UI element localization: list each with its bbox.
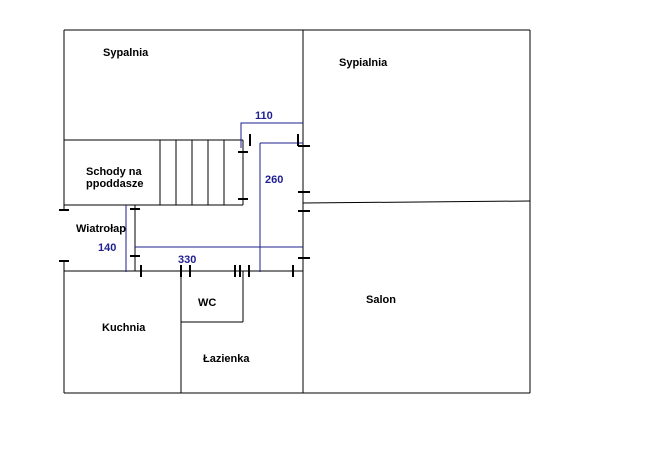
room-label-stairs-line1: Schody na bbox=[86, 166, 143, 178]
dimension-label-110: 110 bbox=[255, 110, 273, 122]
room-label-wc: WC bbox=[198, 297, 216, 309]
walls bbox=[63, 29, 531, 394]
room-label-bedroom-right: Sypialnia bbox=[339, 57, 388, 69]
dimension-lines bbox=[125, 122, 303, 272]
room-label-living-room: Salon bbox=[366, 294, 396, 306]
tick-marks bbox=[59, 134, 310, 277]
room-label-vestibule: Wiatrołap bbox=[76, 223, 126, 235]
dimension-label-330: 330 bbox=[178, 254, 196, 266]
dimension-label-260: 260 bbox=[265, 174, 283, 186]
stair-treads bbox=[159, 140, 225, 205]
room-labels: Sypalnia Sypialnia Schody na ppoddasze W… bbox=[76, 47, 396, 365]
wall-salon-top bbox=[302, 200, 531, 204]
dimension-labels: 110 260 140 330 bbox=[98, 110, 283, 266]
room-label-bathroom: Łazienka bbox=[203, 353, 250, 365]
dimension-line-110 bbox=[240, 122, 303, 148]
room-label-kitchen: Kuchnia bbox=[102, 322, 146, 334]
dimension-label-140: 140 bbox=[98, 242, 116, 254]
room-label-bedroom-left: Sypalnia bbox=[103, 47, 149, 59]
room-label-stairs-line2: ppoddasze bbox=[86, 178, 143, 190]
